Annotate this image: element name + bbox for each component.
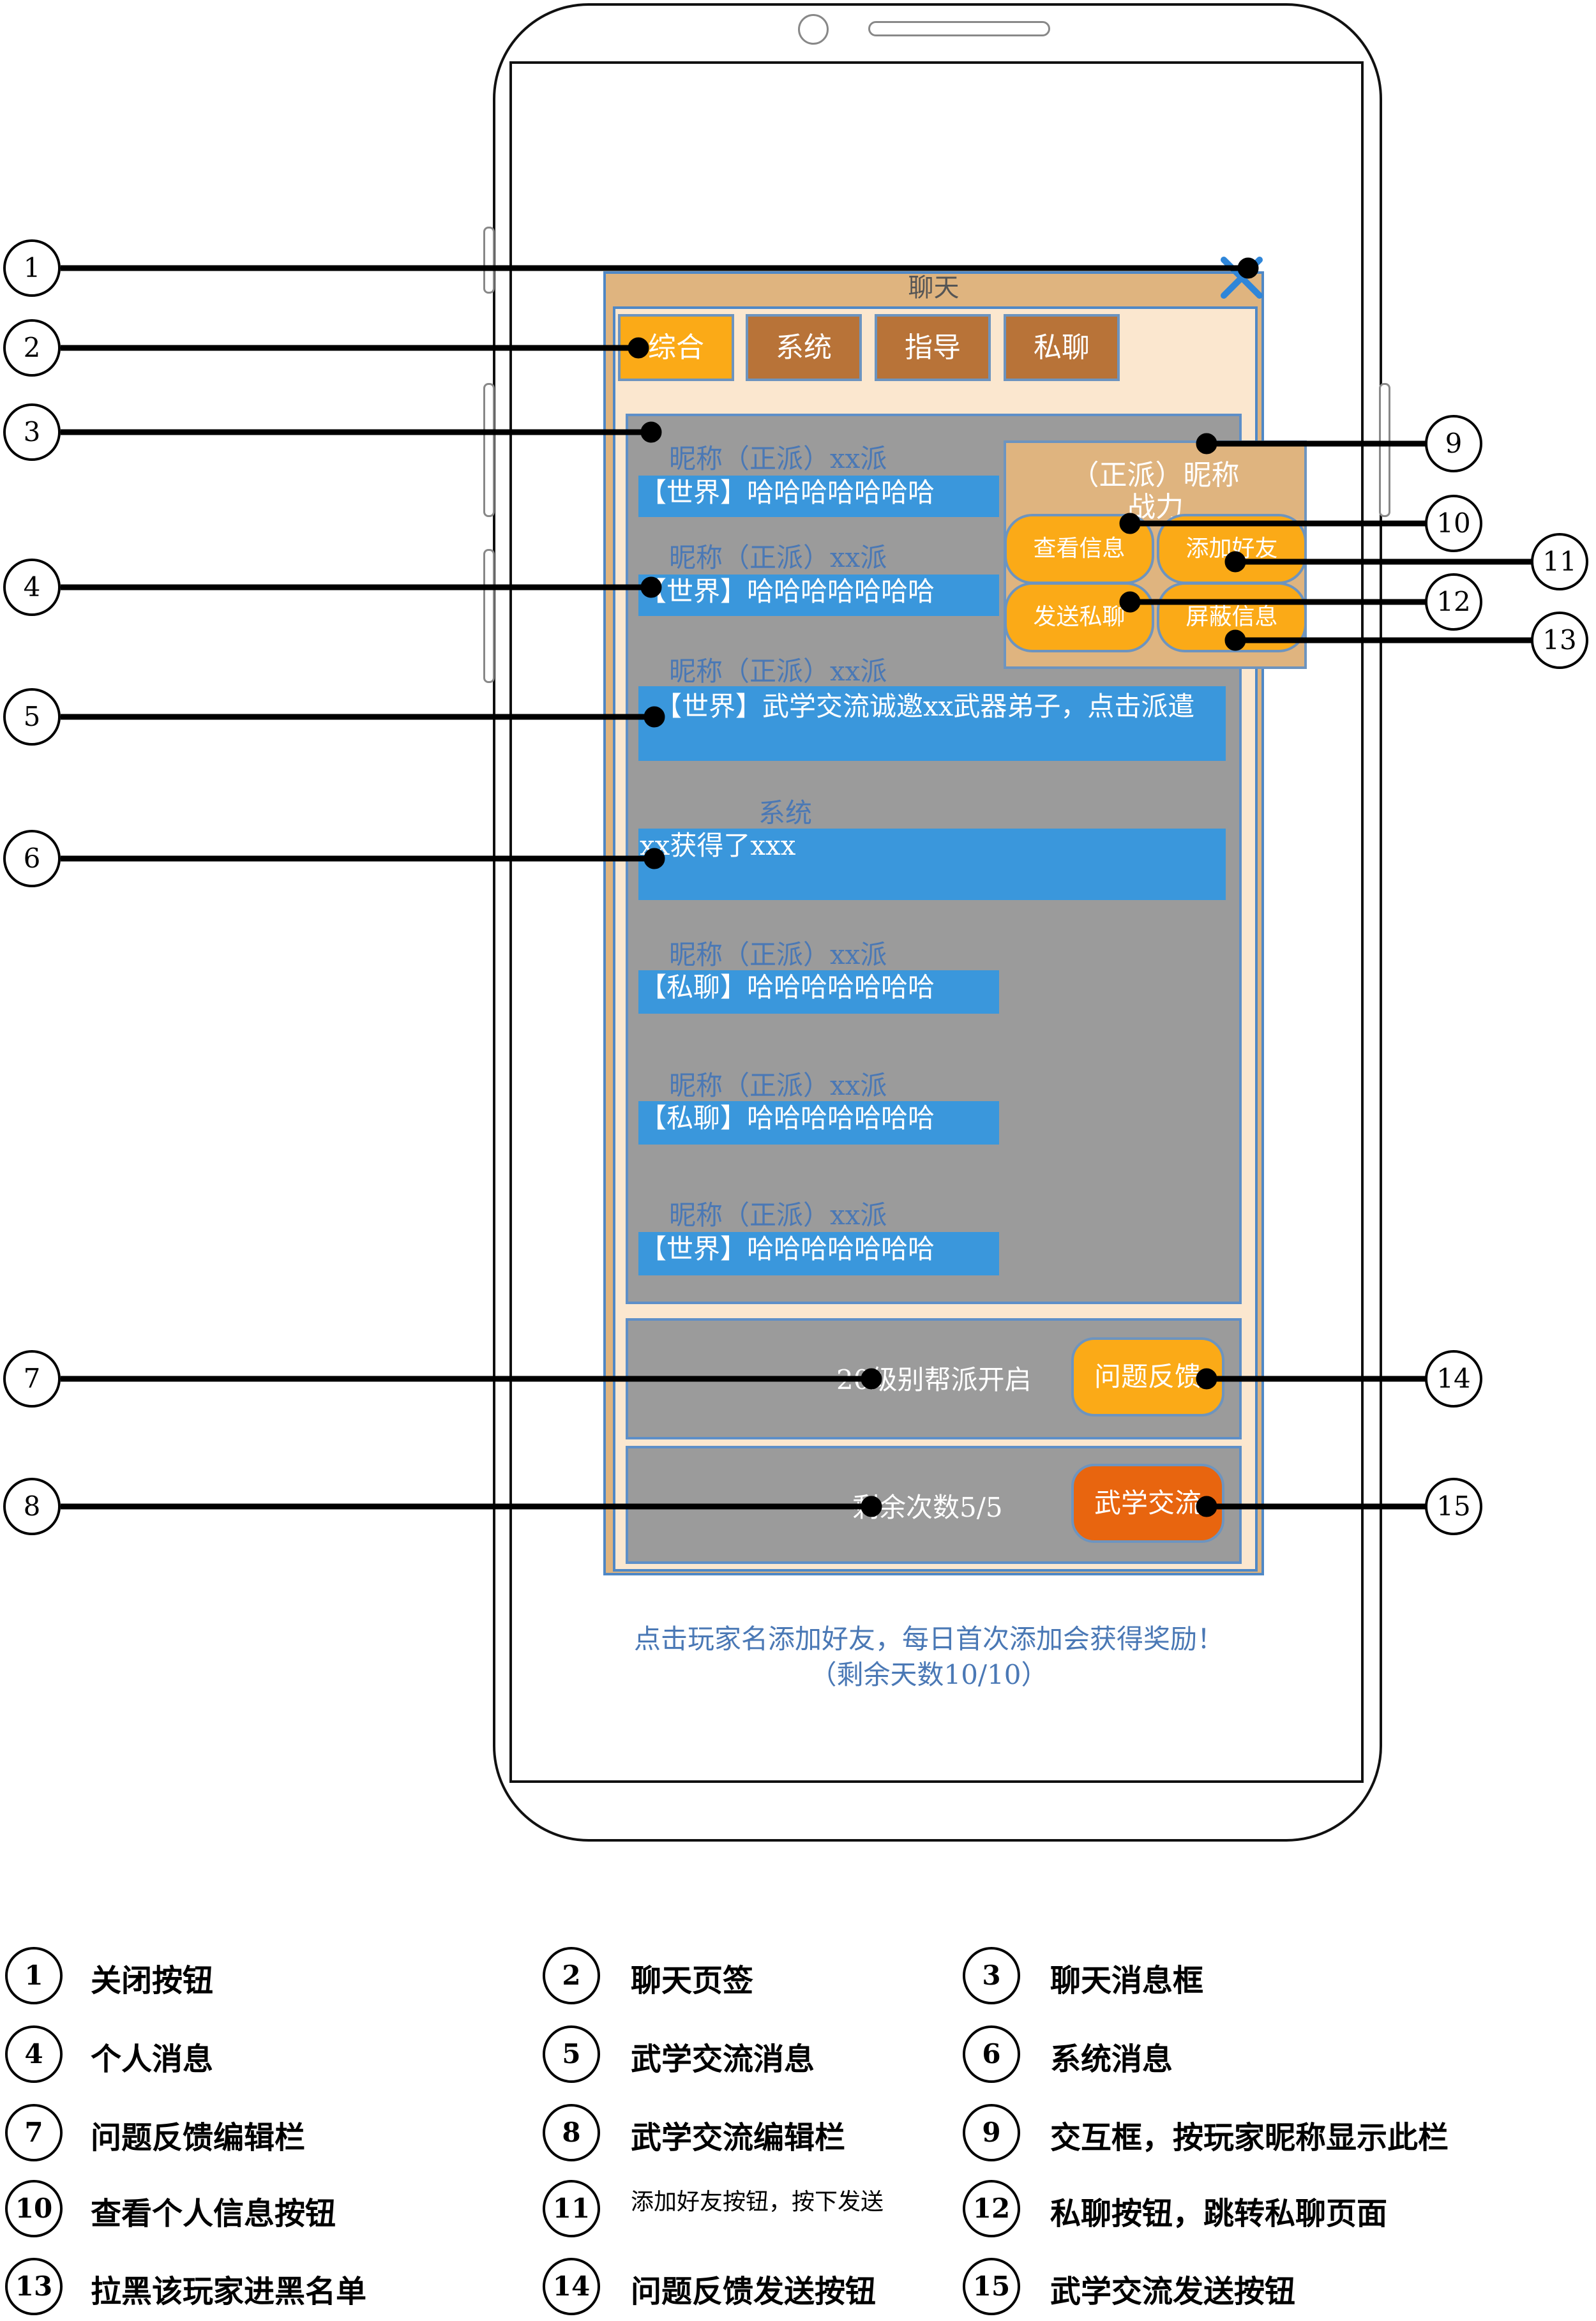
speaker [868, 21, 1050, 36]
callout-15: 15 [1425, 1478, 1482, 1535]
legend-number: 2 [543, 1947, 600, 2004]
message-sender[interactable]: 昵称（正派）xx派 [669, 939, 887, 970]
legend-label: 问题反馈编辑栏 [91, 2120, 306, 2156]
callout-8: 8 [3, 1478, 61, 1535]
legend-label: 私聊按钮，跳转私聊页面 [1050, 2196, 1388, 2232]
callout-12: 12 [1425, 573, 1482, 631]
message-bubble: 【私聊】哈哈哈哈哈哈哈 [638, 970, 999, 1014]
callout-1: 1 [3, 239, 61, 297]
message-sender[interactable]: 昵称（正派）xx派 [669, 443, 887, 474]
wuxue-send-button[interactable]: 武学交流 [1071, 1464, 1224, 1543]
phone-frame [493, 3, 1382, 1842]
callout-7: 7 [3, 1350, 61, 1408]
callout-4: 4 [3, 559, 61, 616]
legend-label: 查看个人信息按钮 [91, 2196, 336, 2232]
legend-label: 拉黑该玩家进黑名单 [91, 2274, 367, 2310]
side-button-left-2 [483, 383, 495, 517]
legend-number: 4 [5, 2025, 63, 2083]
message-sender[interactable]: 昵称（正派）xx派 [669, 1199, 887, 1231]
callout-10: 10 [1425, 495, 1482, 552]
callout-13: 13 [1531, 612, 1588, 669]
legend-number: 3 [963, 1947, 1020, 2004]
legend-label: 武学交流编辑栏 [631, 2120, 846, 2156]
private-chat-button[interactable]: 发送私聊 [1004, 582, 1154, 652]
legend-number: 7 [5, 2104, 63, 2161]
message-bubble: 【世界】哈哈哈哈哈哈哈 [638, 1232, 999, 1275]
add-friend-hint: 点击玩家名添加好友，每日首次添加会获得奖励！（剩余天数10/10） [633, 1623, 1224, 1690]
legend-number: 12 [963, 2180, 1020, 2237]
message-bubble: 【私聊】哈哈哈哈哈哈哈 [638, 1101, 999, 1145]
legend-label: 添加好友按钮，按下发送 [631, 2189, 884, 2215]
legend-label: 系统消息 [1050, 2041, 1173, 2077]
legend-label: 武学交流发送按钮 [1050, 2274, 1296, 2310]
legend-number: 10 [5, 2180, 63, 2237]
message-bubble: 【世界】哈哈哈哈哈哈哈 [638, 575, 999, 616]
side-button-left-3 [483, 549, 495, 683]
legend-number: 1 [5, 1947, 63, 2004]
legend-number: 11 [543, 2180, 600, 2237]
tab-guide[interactable]: 指导 [875, 314, 991, 381]
legend-number: 6 [963, 2025, 1020, 2083]
legend-label: 武学交流消息 [631, 2041, 815, 2077]
callout-9: 9 [1425, 415, 1482, 472]
popup-player-name: （正派）昵称 [1071, 459, 1240, 492]
legend-label: 个人消息 [91, 2041, 214, 2077]
phone-screen [509, 61, 1364, 1783]
camera [798, 14, 829, 45]
message-bubble[interactable]: 【世界】武学交流诚邀xx武器弟子，点击派遣 [638, 686, 1226, 761]
callout-11: 11 [1531, 533, 1588, 590]
legend-number: 8 [543, 2104, 600, 2161]
legend-label: 问题反馈发送按钮 [631, 2274, 877, 2310]
message-sender[interactable]: 昵称（正派）xx派 [669, 1070, 887, 1101]
message-sender[interactable]: 昵称（正派）xx派 [669, 656, 887, 687]
callout-3: 3 [3, 403, 61, 461]
legend-label: 聊天消息框 [1050, 1963, 1204, 1999]
system-message: xx获得了xxx [638, 829, 1226, 900]
callout-2: 2 [3, 319, 61, 377]
chat-title: 聊天 [908, 273, 960, 303]
message-sender[interactable]: 昵称（正派）xx派 [669, 542, 887, 573]
legend-number: 14 [543, 2258, 600, 2315]
legend-label: 关闭按钮 [91, 1963, 214, 1999]
legend-number: 13 [5, 2258, 63, 2315]
legend-label: 交互框，按玩家昵称显示此栏 [1050, 2120, 1449, 2156]
legend-number: 9 [963, 2104, 1020, 2161]
callout-5: 5 [3, 688, 61, 746]
legend-number: 15 [963, 2258, 1020, 2315]
side-button-left-1 [483, 227, 495, 294]
system-sender: 系统 [758, 797, 813, 829]
legend-number: 5 [543, 2025, 600, 2083]
side-button-right [1379, 383, 1390, 517]
tab-private[interactable]: 私聊 [1004, 314, 1120, 381]
message-bubble: 【世界】哈哈哈哈哈哈哈 [638, 476, 999, 517]
callout-6: 6 [3, 830, 61, 887]
legend-label: 聊天页签 [631, 1963, 754, 1999]
callout-14: 14 [1425, 1350, 1482, 1408]
tab-system[interactable]: 系统 [746, 314, 862, 381]
